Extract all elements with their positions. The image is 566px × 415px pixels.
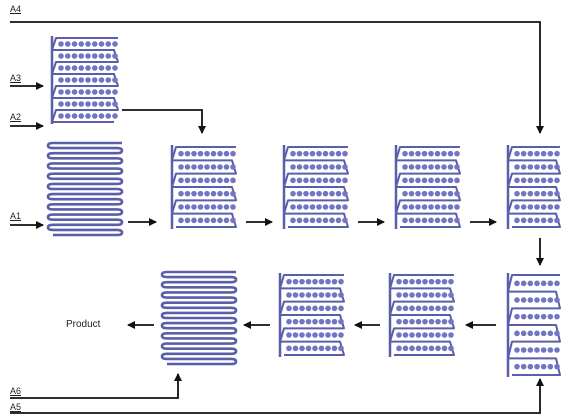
reactor-coil-final — [160, 270, 238, 366]
label-product: Product — [66, 319, 101, 330]
reactor-reactor-row1-3 — [394, 145, 461, 229]
label-a2: A2 — [10, 112, 22, 122]
reactor-coil-a1 — [46, 141, 124, 237]
arrow-a5-feed — [10, 378, 544, 414]
reactor-reactor-row2-4 — [506, 273, 561, 377]
label-a3: A3 — [10, 73, 22, 83]
arrow-premix-out — [122, 109, 206, 134]
label-a1: A1 — [10, 211, 22, 221]
reactor-reactor-row2-3 — [388, 273, 455, 357]
reactor-reactor-row1-1 — [170, 145, 237, 229]
reactor-premixer-a2-a3 — [50, 36, 119, 124]
reactor-reactor-row1-2 — [282, 145, 349, 229]
reactor-reactor-row1-4 — [506, 145, 561, 229]
arrow-a6-feed — [10, 373, 182, 399]
label-a5: A5 — [10, 402, 22, 412]
arrow-a4-feed — [10, 21, 544, 134]
label-a4: A4 — [10, 4, 22, 14]
label-a6: A6 — [10, 386, 22, 396]
reactor-reactor-row2-2 — [278, 273, 345, 357]
